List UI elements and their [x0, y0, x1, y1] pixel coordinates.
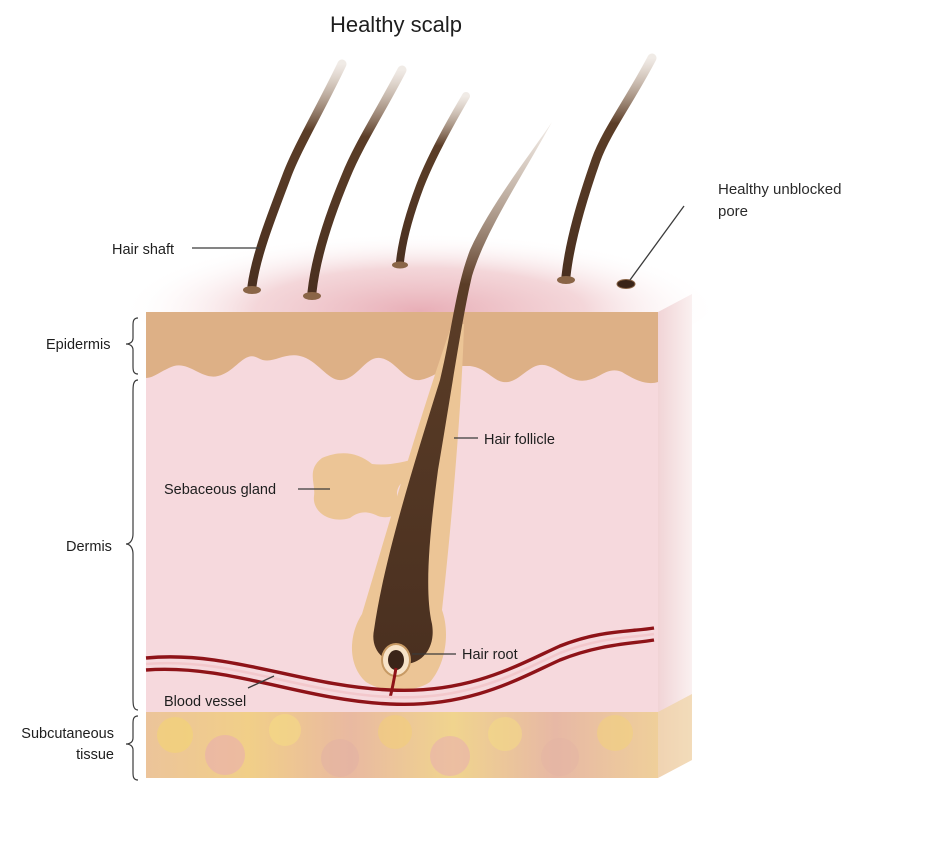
surface-hairs: [243, 53, 657, 300]
label-subcutaneous-line1: Subcutaneous: [21, 726, 114, 742]
label-blood-vessel: Blood vessel: [164, 694, 246, 710]
label-pore-line1: Healthy unblocked: [718, 181, 841, 198]
hair-strand: [561, 53, 657, 281]
blood-vessel-leader: [247, 675, 275, 689]
label-hair-follicle: Hair follicle: [484, 432, 555, 448]
blood-vessel: [145, 626, 655, 707]
epidermis-layer: [146, 312, 658, 384]
unblocked-pore: [616, 279, 636, 289]
hair-strand: [307, 65, 407, 297]
block-side-face: [658, 294, 692, 778]
epidermis-brace: [125, 317, 139, 375]
label-subcutaneous-line2: tissue: [76, 747, 114, 763]
label-hair-shaft: Hair shaft: [112, 242, 174, 258]
dermis-brace: [125, 379, 139, 711]
hair-strand: [247, 59, 347, 291]
hair-root: [381, 643, 411, 699]
label-pore-line2: pore: [718, 203, 748, 220]
sebaceous-gland: [312, 453, 418, 520]
diagram-title: Healthy scalp: [330, 12, 462, 37]
label-sebaceous-gland: Sebaceous gland: [164, 482, 276, 498]
label-epidermis: Epidermis: [46, 337, 110, 353]
subcutaneous-layer: [146, 694, 692, 778]
pore-leader: [629, 205, 685, 281]
subcutaneous-brace: [125, 715, 139, 781]
label-dermis: Dermis: [66, 539, 112, 555]
hair-strand: [396, 92, 470, 266]
label-hair-root: Hair root: [462, 647, 518, 663]
main-hair: [373, 122, 552, 664]
